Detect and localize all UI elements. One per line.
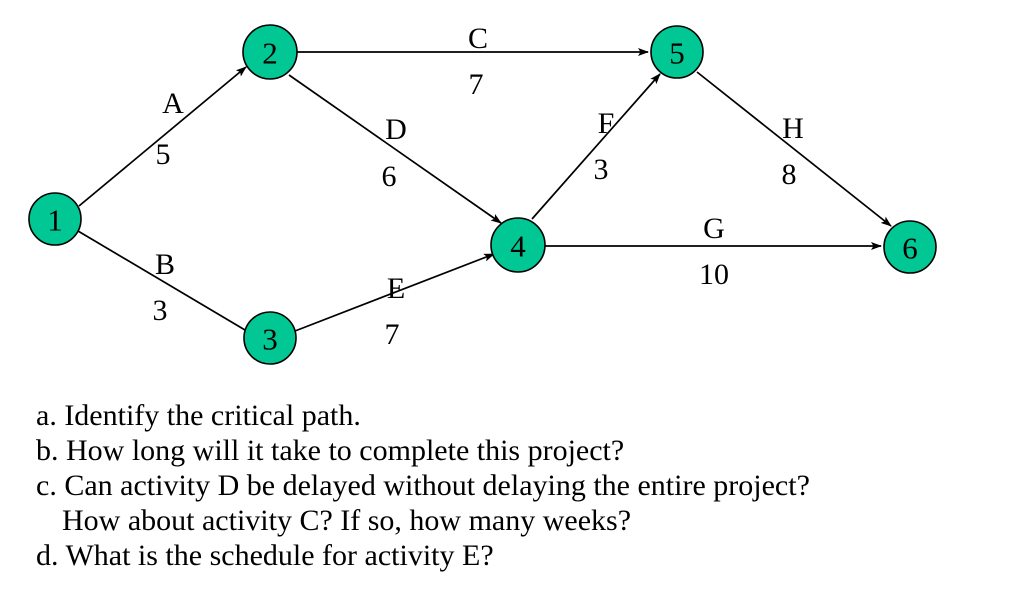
node-1[interactable]: 1 bbox=[28, 192, 82, 246]
edge-g: G 10 bbox=[545, 212, 882, 291]
edge-label-h: H bbox=[782, 112, 804, 145]
edge-label-a: A bbox=[162, 87, 184, 120]
question-line-c: c. Can activity D be delayed without del… bbox=[36, 469, 810, 502]
node-6[interactable]: 6 bbox=[883, 220, 937, 274]
edge-duration-f: 3 bbox=[594, 153, 609, 186]
edge-h: H8 bbox=[696, 71, 892, 227]
node-circle-3[interactable] bbox=[243, 311, 297, 365]
edge-line-h bbox=[696, 71, 892, 227]
edge-duration-e: 7 bbox=[385, 318, 400, 351]
edge-label-e: E bbox=[387, 272, 405, 305]
edge-e: E7 bbox=[294, 253, 495, 351]
edge-b: B3 bbox=[77, 230, 246, 331]
node-2[interactable]: 2 bbox=[242, 24, 298, 80]
node-circle-5[interactable] bbox=[650, 25, 704, 79]
nodes-group: 1 2 3 4 5 6 bbox=[28, 24, 937, 365]
questions-list: a. Identify the critical path.b. How lon… bbox=[36, 398, 1016, 573]
node-label-4: 4 bbox=[510, 229, 526, 264]
edge-a: A5 bbox=[78, 66, 247, 207]
edge-line-b bbox=[77, 230, 246, 331]
node-3[interactable]: 3 bbox=[243, 311, 297, 365]
edge-label-g: G bbox=[703, 212, 725, 245]
question-line-c2: How about activity C? If so, how many we… bbox=[62, 504, 632, 537]
edge-duration-d: 6 bbox=[382, 160, 397, 193]
edge-line-d bbox=[288, 74, 502, 224]
node-label-2: 2 bbox=[262, 36, 278, 71]
node-label-6: 6 bbox=[902, 231, 918, 266]
edge-label-c: C bbox=[468, 22, 488, 55]
edge-f: F3 bbox=[531, 73, 661, 220]
node-label-3: 3 bbox=[262, 322, 278, 357]
node-circle-4[interactable] bbox=[490, 217, 546, 273]
node-label-5: 5 bbox=[669, 36, 685, 71]
edge-d: D6 bbox=[288, 74, 502, 224]
question-line-a: a. Identify the critical path. bbox=[36, 399, 361, 432]
edge-duration-a: 5 bbox=[156, 138, 171, 171]
edge-duration-b: 3 bbox=[153, 294, 168, 327]
edge-label-d: D bbox=[385, 113, 407, 146]
node-label-1: 1 bbox=[47, 203, 63, 238]
edge-line-e bbox=[294, 253, 495, 332]
edge-label-b: B bbox=[155, 248, 175, 281]
node-4[interactable]: 4 bbox=[490, 217, 546, 273]
edge-duration-h: 8 bbox=[782, 158, 797, 191]
node-circle-6[interactable] bbox=[883, 220, 937, 274]
question-line-b: b. How long will it take to complete thi… bbox=[36, 434, 625, 467]
edge-line-f bbox=[531, 73, 661, 220]
edge-line-a bbox=[78, 66, 247, 207]
edge-duration-g: 10 bbox=[699, 258, 729, 291]
node-circle-1[interactable] bbox=[28, 192, 82, 246]
node-circle-2[interactable] bbox=[242, 24, 298, 80]
edge-label-f: F bbox=[598, 107, 615, 140]
question-line-d: d. What is the schedule for activity E? bbox=[36, 539, 494, 572]
edge-duration-c: 7 bbox=[469, 68, 484, 101]
node-5[interactable]: 5 bbox=[650, 25, 704, 79]
edge-c: C7 bbox=[297, 22, 649, 101]
